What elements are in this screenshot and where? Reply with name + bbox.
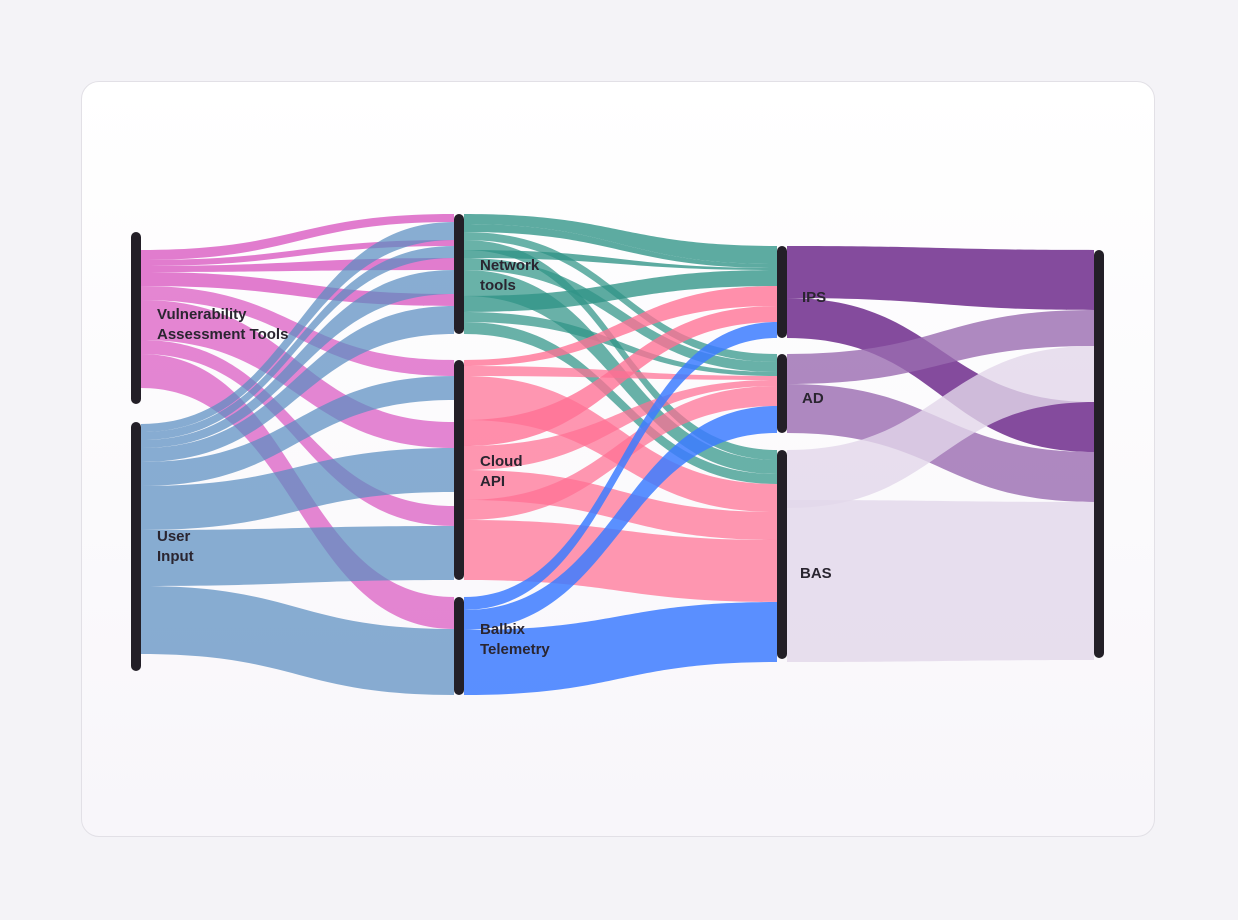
link-user_input-to-network [141,246,454,440]
sankey-links [141,214,1094,695]
node-bar-network[interactable] [454,214,464,334]
node-label-user-input: User Input [157,528,195,565]
link-network-to-ad [464,312,777,376]
node-label-network-tools: Network tools [480,257,543,294]
link-network-to-ips [464,250,777,270]
link-bas-to-target [787,500,1094,662]
link-network-to-ips [464,270,777,312]
node-bar-user-input[interactable] [131,422,141,671]
link-cloud-to-ad [464,386,777,520]
link-ips-to-target [787,246,1094,310]
link-network-to-ad [464,258,777,372]
link-bas-to-target [787,346,1094,508]
node-label-ad: AD [802,390,824,407]
node-bar-vulnerability[interactable] [131,232,141,404]
link-network-to-ips [464,224,777,268]
node-label-balbix-telemetry: Balbix Telemetry [480,621,550,658]
link-network-to-ips [464,214,777,264]
link-user_input-to-cloud [141,448,454,530]
node-label-ips: IPS [802,289,826,306]
link-network-to-bas [464,322,777,484]
node-bar-target[interactable] [1094,250,1104,658]
node-bar-ad[interactable] [777,354,787,433]
link-balbix-to-ad [464,406,777,630]
node-bar-bas[interactable] [777,450,787,659]
link-cloud-to-ad [464,380,777,470]
link-ips-to-target [787,298,1094,452]
sankey-nodes [131,214,1104,695]
node-label-bas: BAS [800,565,832,582]
node-bar-balbix[interactable] [454,597,464,695]
link-cloud-to-ips [464,306,777,446]
link-user_input-to-cloud [141,526,454,586]
node-bar-ips[interactable] [777,246,787,338]
link-user_input-to-cloud [141,376,454,486]
link-cloud-to-bas [464,520,777,602]
link-vulnerability-to-network [141,214,454,260]
link-ad-to-target [787,310,1094,384]
node-label-vulnerability: Vulnerability Assessment Tools [157,306,288,343]
node-label-cloud-api: Cloud API [480,453,527,490]
node-bar-cloud[interactable] [454,360,464,580]
link-cloud-to-ips [464,286,777,366]
link-user_input-to-network [141,270,454,448]
link-user_input-to-balbix [141,586,454,695]
link-vulnerability-to-cloud [141,300,454,448]
sankey-labels: Vulnerability Assessment Tools User Inpu… [157,257,832,658]
link-user_input-to-network [141,222,454,432]
link-balbix-to-ips [464,322,777,610]
link-user_input-to-network [141,306,454,462]
link-cloud-to-bas [464,470,777,540]
link-balbix-to-bas [464,602,777,695]
link-network-to-bas [464,240,777,460]
